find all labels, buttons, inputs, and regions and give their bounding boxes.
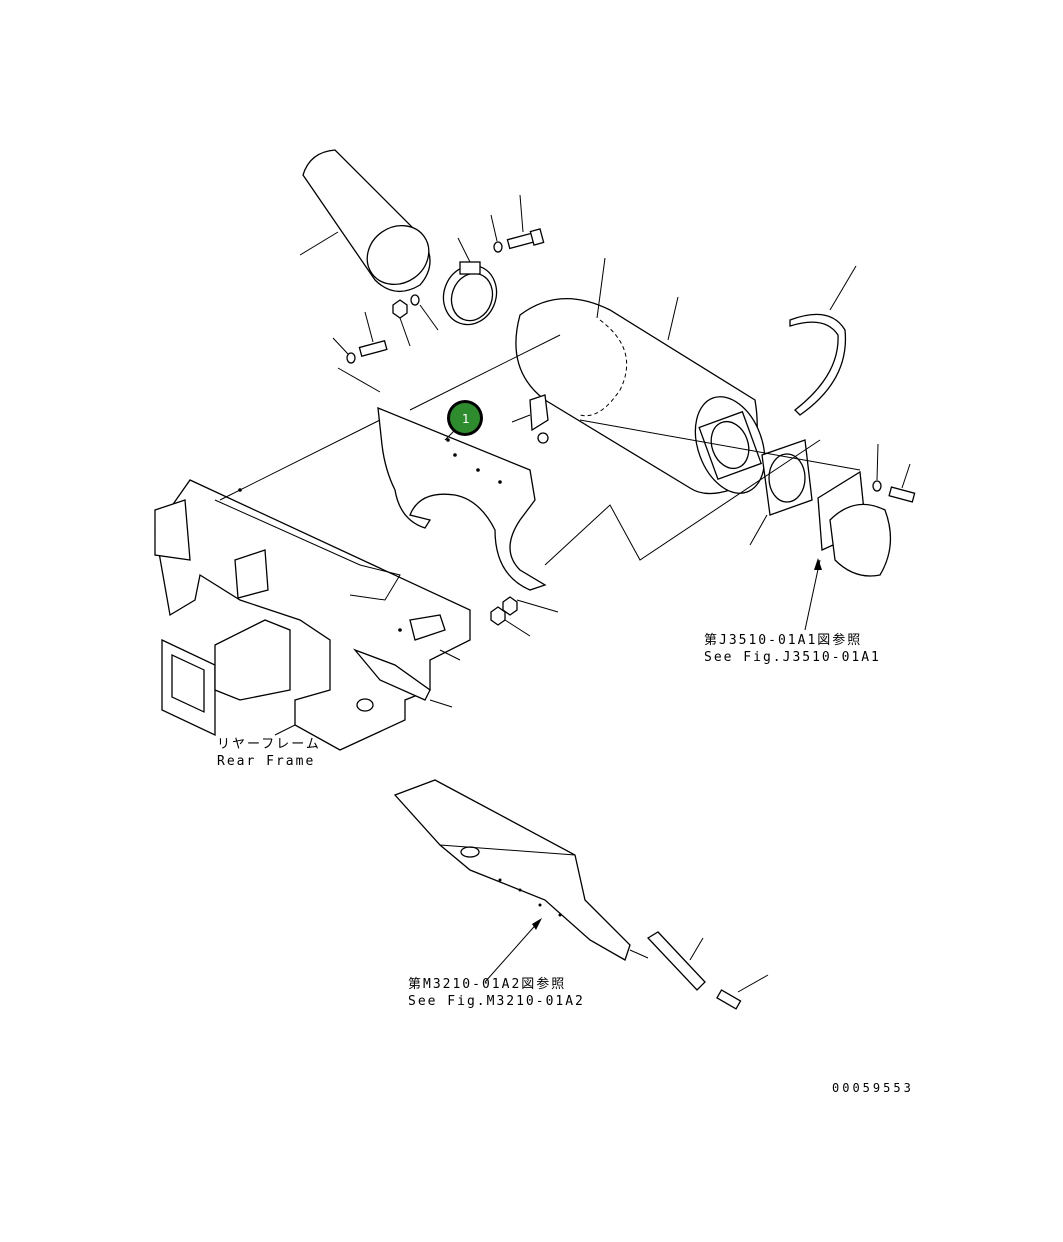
nuts-lower <box>490 596 559 637</box>
exhaust-tail-pipe <box>299 149 431 292</box>
bolt-left <box>332 311 388 364</box>
label-ref-j3510-en: See Fig.J3510-01A1 <box>704 650 881 665</box>
callout-1-number: 1 <box>462 412 470 426</box>
rear-frame <box>154 479 471 751</box>
bolt-top <box>490 194 545 253</box>
guide-lines <box>219 334 861 566</box>
label-ref-j3510-jp: 第J3510-01A1図参照 <box>704 633 863 648</box>
undercover <box>393 779 631 983</box>
callout-1[interactable]: 1 <box>447 400 483 436</box>
stay-and-bolt <box>629 931 769 1010</box>
label-rear-frame-en: Rear Frame <box>217 754 316 769</box>
mounting-bracket <box>377 406 547 591</box>
muffler-band <box>789 265 857 416</box>
muffler <box>515 257 766 495</box>
elbow-pipe <box>804 470 892 631</box>
nuts-pipe <box>392 294 439 347</box>
pipe-clamp <box>442 237 498 326</box>
drawing-number: 00059553 <box>832 1081 914 1095</box>
label-ref-m3210-jp: 第M3210-01A2図参照 <box>408 977 567 992</box>
label-ref-m3210-en: See Fig.M3210-01A2 <box>408 994 585 1009</box>
small-bracket <box>511 394 549 444</box>
callout-1-fill <box>450 403 480 433</box>
bolt-right <box>872 443 916 503</box>
label-rear-frame-jp: リヤーフレーム <box>217 737 321 752</box>
